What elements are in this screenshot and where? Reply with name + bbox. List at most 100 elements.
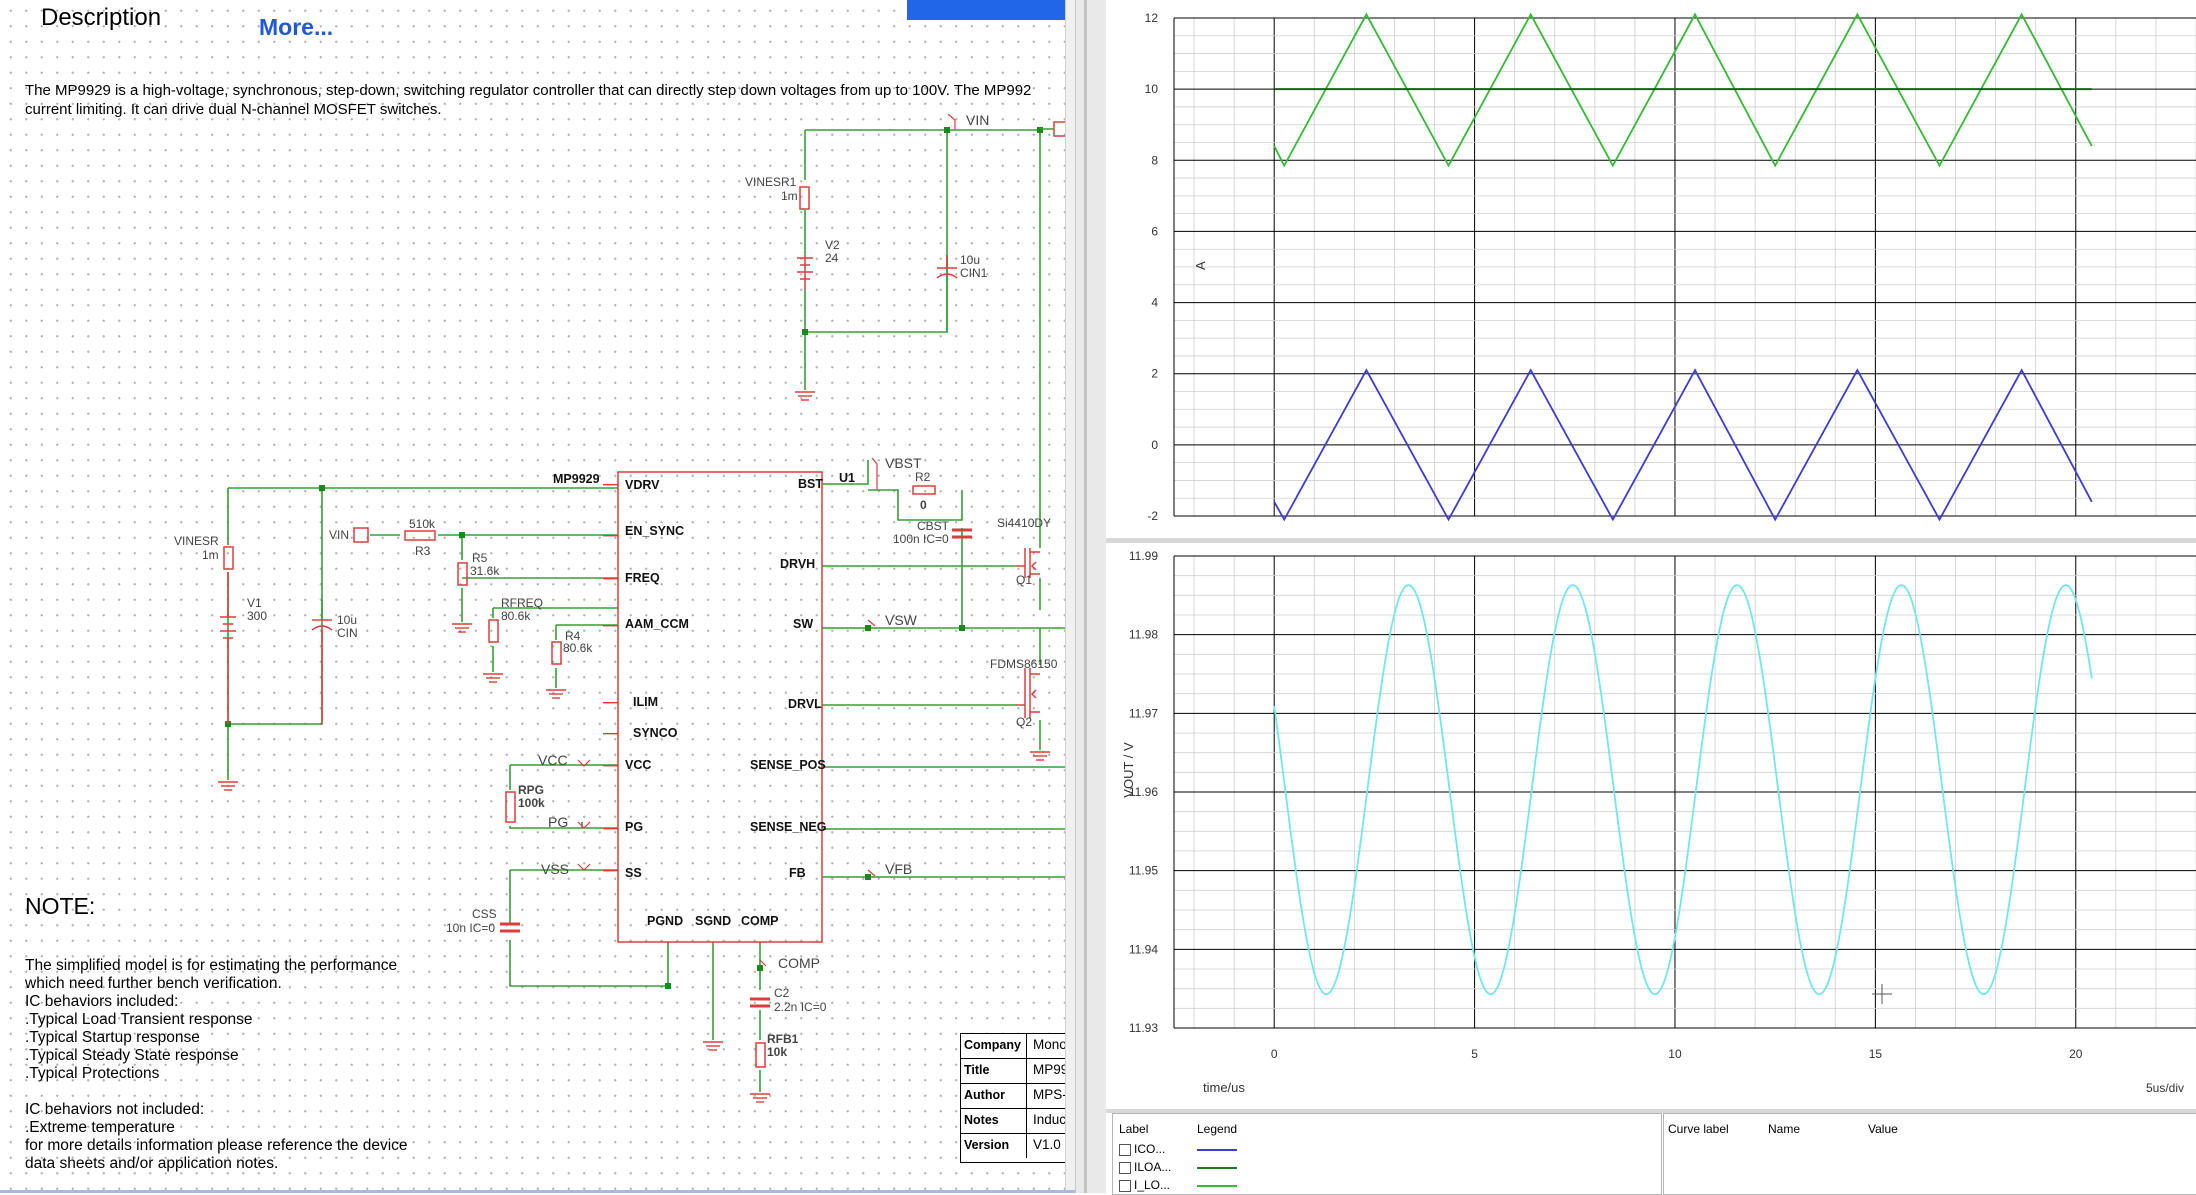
net-pg: PG [548, 814, 568, 830]
label-q1-part: Si4410DY [997, 516, 1051, 530]
legend-panel: Label Legend ICO... ILOA... I_LO... [1112, 1113, 1662, 1195]
waveform-plot[interactable]: -202468101211.9311.9411.9511.9611.9711.9… [1106, 0, 2196, 1110]
pin-pgnd: PGND [647, 914, 683, 928]
y-tick-label: 11.97 [1129, 706, 1158, 720]
ico-trace [1273, 368, 2093, 522]
pin-ilim: ILIM [633, 695, 658, 709]
title-block-value: MPS-s [1033, 1087, 1074, 1102]
description-label: Description [41, 4, 162, 31]
label-r3: R3 [415, 544, 431, 558]
pin-drvh: DRVH [780, 557, 815, 571]
x-tick-label: 20 [2069, 1047, 2083, 1061]
schematic-drawing[interactable]: VDRV EN_SYNC FREQ AAM_CCM ILIM SYNCO VCC… [0, 0, 1075, 1193]
blue-tab-bar[interactable] [907, 0, 1075, 20]
pin-drvl: DRVL [788, 697, 822, 711]
legend-checkbox[interactable] [1119, 1161, 1131, 1174]
label-rpg: RPG [518, 783, 544, 797]
splitter-handle[interactable] [1084, 0, 1087, 1193]
y-tick-label: 11.95 [1129, 864, 1158, 878]
pane-splitter[interactable] [1075, 0, 1107, 1193]
pin-synco: SYNCO [633, 726, 678, 740]
net-comp: COMP [778, 955, 820, 971]
label-rfreq: RFREQ [501, 596, 543, 610]
label-vinesr: VINESR [174, 534, 219, 548]
legend-item[interactable]: ICO... [1119, 1142, 1165, 1158]
x-tick-label: 10 [1668, 1047, 1682, 1061]
legend-checkbox[interactable] [1119, 1179, 1131, 1192]
top-plot-traces [1273, 12, 2093, 522]
pin-sw: SW [793, 617, 813, 631]
title-block-key: Author [961, 1084, 1027, 1108]
note-line: .Typical Startup response [25, 1029, 200, 1046]
title-block-key: Title [961, 1059, 1027, 1083]
label-cbst-val: 100n IC=0 [893, 532, 949, 546]
note-line: which need further bench verification. [25, 975, 282, 992]
pin-vdrv: VDRV [625, 478, 660, 492]
label-css: CSS [472, 907, 497, 921]
net-vsw: VSW [885, 612, 918, 628]
legend-divider[interactable] [1106, 1109, 2196, 1113]
pin-en-sync: EN_SYNC [625, 524, 684, 538]
legend-col-legend: Legend [1197, 1122, 1238, 1136]
y-tick-label: 6 [1151, 224, 1158, 238]
ic-body[interactable] [617, 471, 823, 943]
net-flags [577, 113, 956, 967]
title-block-key: Version [961, 1134, 1027, 1158]
legend-item[interactable]: I_LO... [1119, 1178, 1170, 1194]
note-line: IC behaviors not included: [25, 1101, 205, 1118]
more-link[interactable]: More... [259, 14, 334, 40]
pin-aam-ccm: AAM_CCM [625, 617, 689, 631]
net-vcc: VCC [538, 752, 568, 768]
note-line: .Typical Protections [25, 1065, 160, 1082]
title-block-value: MP992 [1033, 1062, 1075, 1077]
y-tick-label: -2 [1147, 509, 1158, 523]
title-block-key: Company [961, 1034, 1027, 1058]
y-tick-label: 10 [1145, 82, 1159, 96]
y-tick-label: 11.96 [1129, 785, 1158, 799]
note-line: IC behaviors included: [25, 993, 179, 1010]
legend-checkbox[interactable] [1119, 1143, 1131, 1156]
crosshair-cursor[interactable] [1106, 0, 2196, 1004]
note-line: The simplified model is for estimating t… [25, 957, 398, 974]
label-cbst: CBST [917, 519, 950, 533]
schematic-pane[interactable]: Description More... The MP9929 is a high… [0, 0, 1075, 1193]
note-line: .Typical Load Transient response [25, 1011, 253, 1028]
bottom-plot-traces [1273, 584, 2093, 996]
curve-label-col: Curve label [1668, 1122, 1729, 1136]
y-tick-label: 12 [1145, 11, 1159, 25]
y-tick-label: 11.98 [1129, 628, 1158, 642]
label-cin-val: 10u [337, 613, 357, 627]
component-labels: VIN VINESR1 1m V2 24 10u CIN1 VBST R2 0 … [174, 112, 1058, 1059]
label-v2: V2 [825, 238, 840, 252]
y-tick-label: 11.94 [1129, 942, 1158, 956]
top-y-axis-label: A [1193, 261, 1208, 270]
bottom-scroll-line [0, 1190, 1075, 1193]
y-tick-label: 0 [1151, 438, 1158, 452]
vertical-scrollbar[interactable] [1065, 0, 1075, 1193]
note-text: The simplified model is for estimating t… [25, 957, 408, 1173]
label-rfreq-val: 80.6k [501, 609, 531, 623]
title-block-value: Monol [1033, 1037, 1070, 1052]
legend-item[interactable]: ILOA... [1119, 1160, 1171, 1176]
value-col: Value [1868, 1122, 1898, 1136]
pin-sense-pos: SENSE_POS [750, 758, 826, 772]
note-line: for more details information please refe… [25, 1137, 408, 1154]
title-block-row: Company Monol [961, 1034, 1075, 1059]
label-vin-left: VIN [329, 528, 349, 542]
pin-comp: COMP [741, 914, 779, 928]
pin-sgnd: SGND [695, 914, 731, 928]
label-rfb1: RFB1 [767, 1032, 799, 1046]
net-vbst: VBST [885, 455, 922, 471]
plot-divider[interactable] [1106, 538, 2196, 543]
y-tick-label: 2 [1151, 367, 1158, 381]
legend-swatch [1197, 1149, 1237, 1151]
label-vinesr-val: 1m [202, 548, 219, 562]
x-div-label: 5us/div [2146, 1081, 2184, 1095]
pin-vcc: VCC [625, 758, 651, 772]
x-axis-label: time/us [1203, 1080, 1245, 1095]
label-r5-val: 31.6k [470, 564, 500, 578]
label-rfb1-val: 10k [767, 1045, 787, 1059]
ground-symbols [218, 391, 1050, 1103]
